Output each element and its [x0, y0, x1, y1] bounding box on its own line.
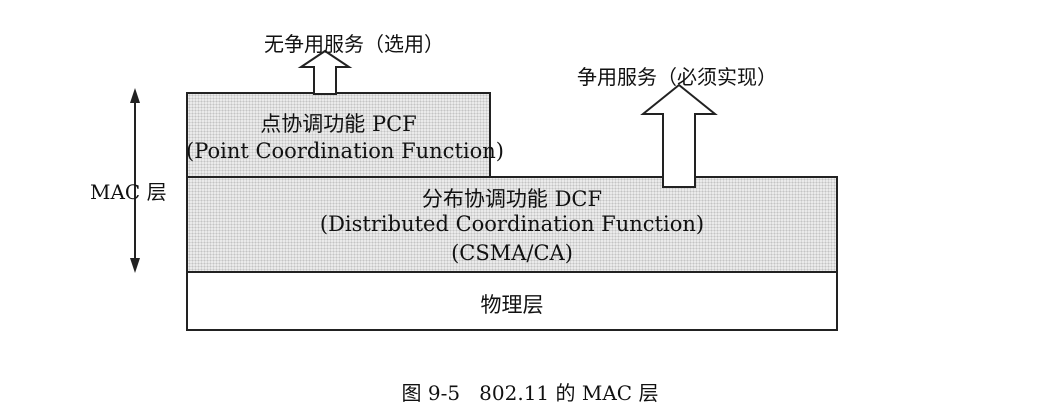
dcf-protocol: (CSMA/CA) [451, 241, 573, 265]
dcf-box [186, 176, 838, 273]
pcf-full-name: (Point Coordination Function) [186, 139, 504, 163]
mac-layer-label: MAC 层 [90, 180, 167, 204]
pcf-box [186, 92, 491, 178]
contention-service-label: 争用服务（必须实现） [577, 65, 777, 89]
mac-layer-double-arrow [130, 88, 140, 273]
figure-caption: 图 9-5 802.11 的 MAC 层 [401, 381, 659, 405]
contention-free-service-label: 无争用服务（选用） [264, 32, 444, 56]
dcf-title: 分布协调功能 DCF [421, 187, 603, 211]
physical-layer-box [186, 271, 838, 331]
pcf-title: 点协调功能 PCF [260, 112, 417, 136]
contention-free-up-arrow [297, 49, 353, 95]
contention-up-arrow [640, 83, 718, 188]
physical-layer-label: 物理层 [480, 293, 544, 317]
dcf-full-name: (Distributed Coordination Function) [319, 212, 705, 236]
